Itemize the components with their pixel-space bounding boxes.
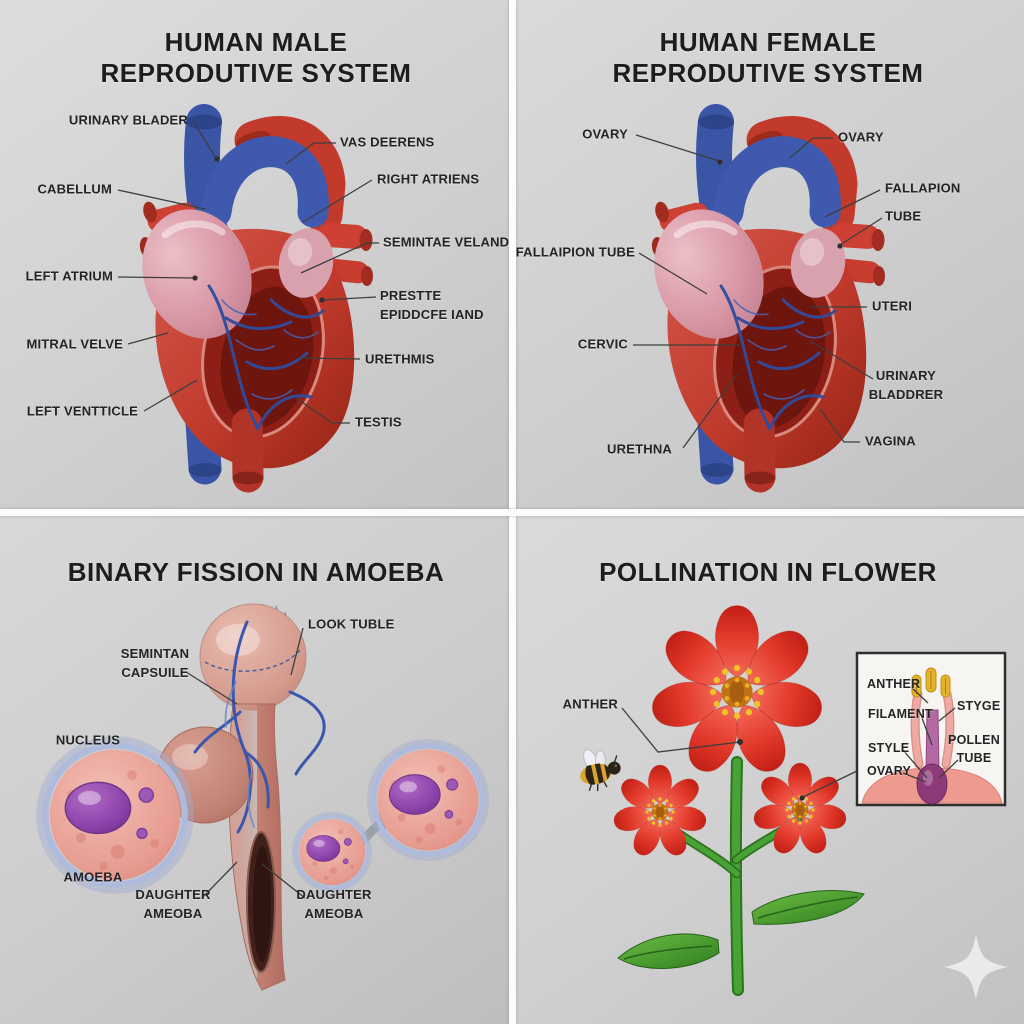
label-mitral-velve: MITRAL VELVE: [26, 336, 123, 352]
organ-vessels: [193, 620, 326, 834]
label-urinary-bladdrer: URINARY BLADDRER: [868, 368, 944, 402]
label-amoeba: AMOEBA: [63, 869, 123, 885]
inset-leader-lines: [902, 687, 959, 783]
inset-label-anther: ANTHER: [867, 676, 921, 691]
female-heart-illustration: [512, 0, 1024, 512]
panel-binary-fission: BINARY FISSION IN AMOEBA LOOK TUBLE SEMI…: [0, 512, 512, 1024]
flower-large: [647, 605, 827, 780]
label-vas-deerens: VAS DEERENS: [340, 134, 435, 150]
daughter-cell-large: [370, 742, 487, 859]
label-fallaipion-tube: FALLAIPION TUBE: [515, 244, 635, 260]
inset-label-filament: FILAMENT: [868, 706, 933, 721]
leaves: [617, 890, 865, 969]
label-urinary-blader: URINARY BLADER: [68, 112, 188, 128]
panel-male-reproductive: HUMAN MALE REPRODUTIVE SYSTEM URINARY BL…: [0, 0, 512, 512]
label-left-atrium: LEFT ATRIUM: [25, 268, 113, 284]
label-anther-main: ANTHER: [562, 696, 618, 712]
label-urethmis: URETHMIS: [365, 351, 435, 367]
label-cabellum: CABELLUM: [37, 181, 112, 197]
inset-label-pollen-tube: POLLEN TUBE: [948, 732, 1000, 765]
panel-female-reproductive: HUMAN FEMALE REPRODUTIVE SYSTEM OVARY FA…: [512, 0, 1024, 512]
label-daughter-ameoba-left: DAUGHTER AMEOBA: [135, 887, 211, 921]
label-semintae-veland: SEMINTAE VELAND: [383, 234, 510, 250]
female-panel-title: HUMAN FEMALE REPRODUTIVE SYSTEM: [612, 27, 924, 89]
sparkle-icon: [944, 935, 1008, 999]
horizontal-divider: [0, 509, 1024, 516]
label-nucleus: NUCLEUS: [55, 732, 121, 748]
flower-leader-lines: [621, 707, 858, 801]
inset-label-styge: STYGE: [957, 698, 1001, 713]
label-semintan-capsuile: SEMINTAN CAPSUILE: [120, 646, 190, 680]
label-fallapion: FALLAPION: [885, 180, 961, 196]
organ-illustration: [156, 603, 326, 991]
inset-label-style: STYLE: [868, 740, 910, 755]
label-ovary-right: OVARY: [838, 129, 884, 145]
daughter-cell-small: [292, 812, 372, 892]
label-urethna: URETHNA: [607, 441, 672, 457]
label-right-atriens: RIGHT ATRIENS: [377, 171, 480, 187]
panel-pollination: POLLINATION IN FLOWER ANTHER ANTHER FILA…: [512, 512, 1024, 1024]
label-look-tuble: LOOK TUBLE: [308, 616, 395, 632]
label-prestte-epiddcfe: PRESTTE EPIDDCFE IAND: [380, 288, 484, 322]
flower-panel-title: POLLINATION IN FLOWER: [599, 557, 937, 587]
female-leader-lines: [633, 134, 883, 449]
label-testis: TESTIS: [355, 414, 402, 430]
amoeba-illustration: [0, 603, 512, 991]
label-left-ventticle: LEFT VENTTICLE: [26, 403, 138, 419]
label-daughter-ameoba-right: DAUGHTER AMEOBA: [296, 887, 372, 921]
amoeba-panel-title: BINARY FISSION IN AMOEBA: [67, 557, 445, 587]
male-leader-lines: [117, 120, 379, 424]
label-cervic: CERVIC: [577, 336, 628, 352]
amoeba-leader-lines: [185, 627, 306, 899]
bee-illustration: [580, 749, 621, 792]
label-vagina: VAGINA: [865, 433, 916, 449]
label-tube: TUBE: [885, 208, 922, 224]
male-heart-illustration: [0, 0, 512, 512]
male-panel-title: HUMAN MALE REPRODUTIVE SYSTEM: [100, 27, 412, 89]
flower-illustration: [580, 605, 1008, 999]
pistil-inset: [855, 651, 1007, 807]
inset-label-ovary: OVARY: [867, 763, 912, 778]
label-ovary-left: OVARY: [582, 126, 628, 142]
label-uteri: UTERI: [872, 298, 912, 314]
